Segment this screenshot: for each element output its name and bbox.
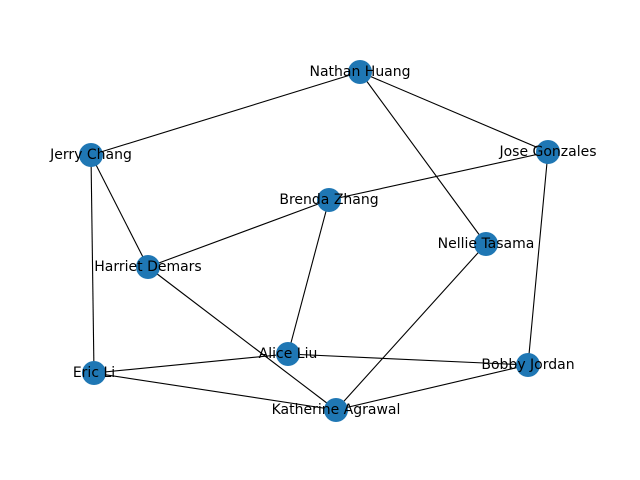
node-brenda: [317, 188, 341, 212]
node-bobby: [516, 353, 540, 377]
node-label-eric: Eric Li: [73, 365, 115, 381]
edge-alice-eric: [93, 353, 289, 374]
node-eric: [82, 361, 106, 385]
node-label-katherine: Katherine Agrawal: [272, 402, 401, 418]
edge-harriet-katherine: [147, 266, 337, 411]
edge-brenda-harriet: [147, 199, 330, 268]
edge-jose-brenda: [328, 151, 549, 201]
node-jerry: [79, 143, 103, 167]
node-katherine: [324, 398, 348, 422]
edge-brenda-alice: [287, 199, 330, 355]
node-label-jerry: Jerry Chang: [49, 147, 132, 163]
edge-alice-bobby: [287, 353, 529, 366]
node-nathan: [348, 60, 372, 84]
edge-jerry-eric: [90, 154, 95, 374]
node-label-bobby: Bobby Jordan: [481, 357, 574, 373]
edge-nathan-nellie: [359, 71, 487, 245]
node-label-brenda: Brenda Zhang: [279, 192, 378, 208]
node-alice: [276, 342, 300, 366]
node-nellie: [474, 232, 498, 256]
node-label-nathan: Nathan Huang: [309, 64, 410, 80]
node-harriet: [136, 255, 160, 279]
edge-eric-katherine: [93, 372, 337, 411]
edge-jose-bobby: [527, 151, 549, 366]
nodes-layer: [79, 60, 560, 422]
edge-nellie-katherine: [335, 243, 487, 411]
edges-layer: [90, 71, 549, 411]
node-label-nellie: Nellie Tasama: [438, 236, 535, 252]
edge-jerry-harriet: [90, 154, 149, 268]
edge-nathan-jerry: [90, 71, 361, 156]
edge-katherine-bobby: [335, 364, 529, 411]
node-label-harriet: Harriet Demars: [94, 259, 201, 275]
node-jose: [536, 140, 560, 164]
node-label-alice: Alice Liu: [259, 346, 318, 362]
edge-nathan-jose: [359, 71, 549, 153]
node-label-jose: Jose Gonzales: [498, 144, 596, 160]
